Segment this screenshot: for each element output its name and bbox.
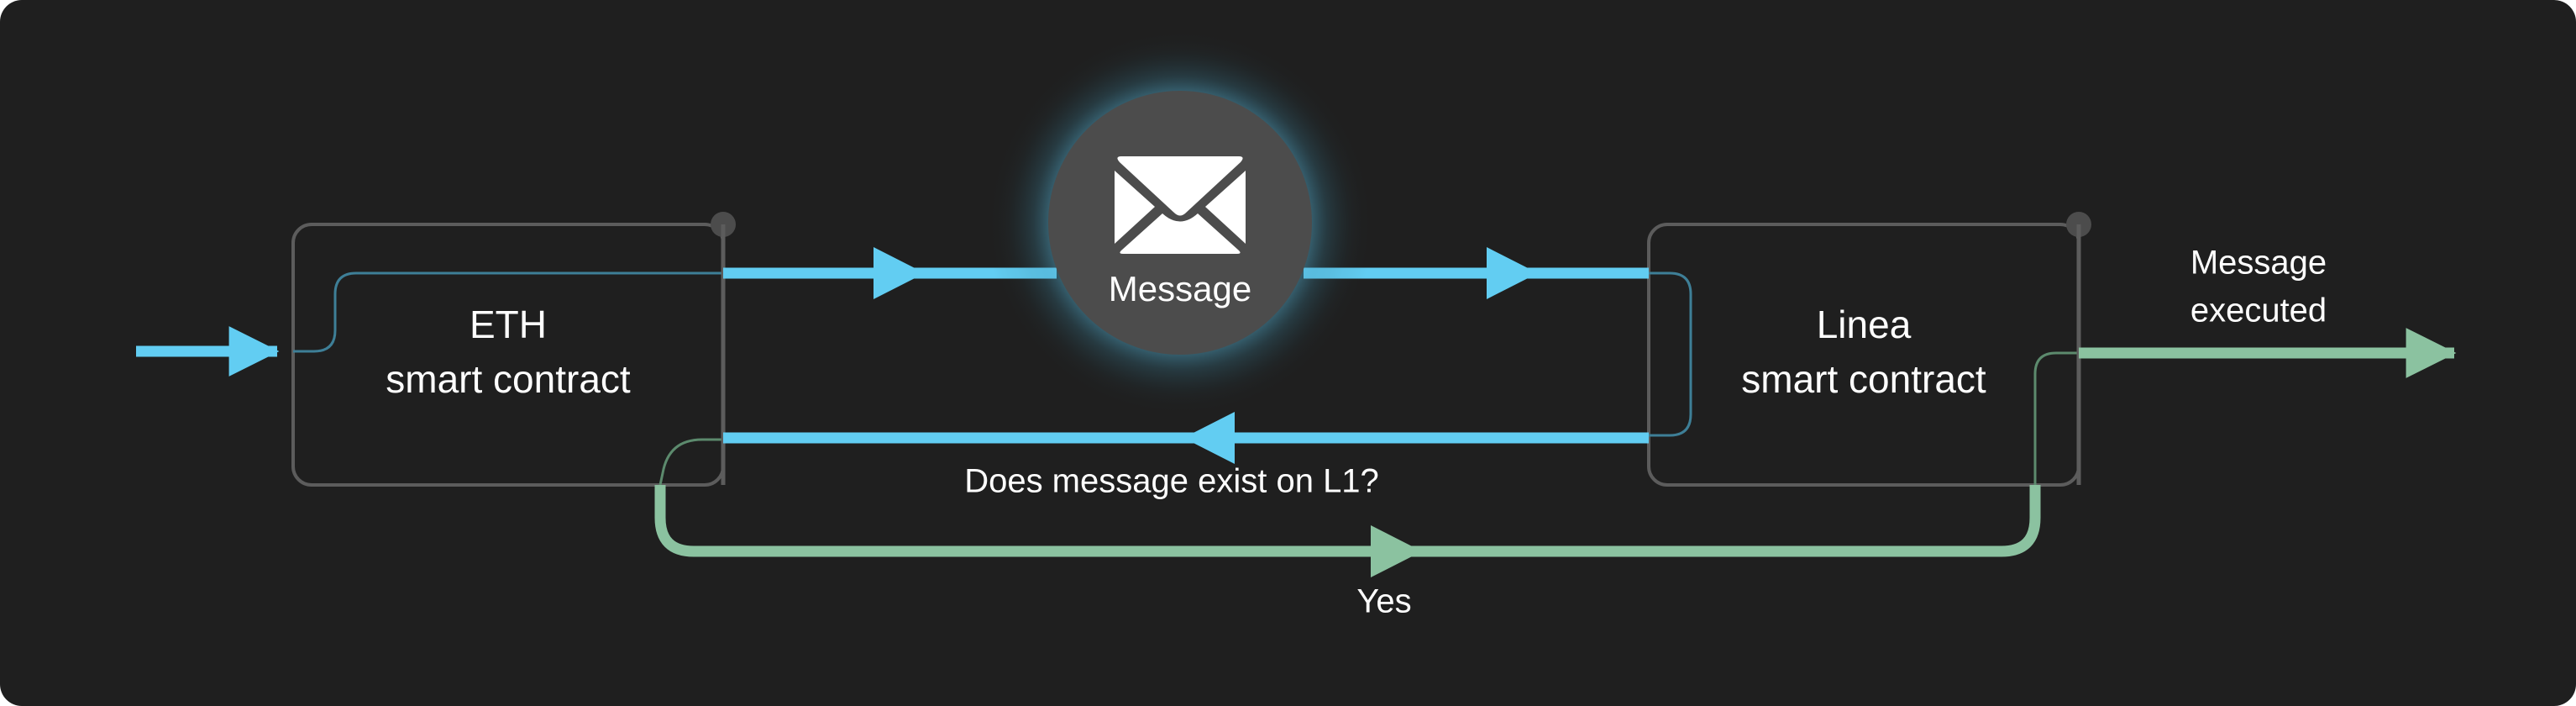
eth-to-linea-yes-edge-line	[654, 485, 2041, 557]
node-eth-contract[interactable]: ETH smart contract	[291, 212, 736, 487]
message-hub[interactable]: Message	[987, 29, 1373, 416]
message-executed-edge-label-line2: executed	[2190, 292, 2327, 329]
linea-to-eth-query-edge-label: Does message exist on L1?	[964, 463, 1379, 500]
eth-contract-inner-cyan-path	[293, 271, 723, 353]
linea-contract-label-line1: Linea	[1817, 303, 1912, 346]
eth-contract-box	[291, 223, 725, 487]
eth-to-linea-yes-edge-arrowhead	[1371, 525, 1422, 577]
envelope-icon	[1115, 156, 1246, 254]
edge-message-executed: Message executed	[2079, 245, 2457, 378]
message-hub-label: Message	[1109, 269, 1251, 308]
eth-contract-label-line1: ETH	[470, 303, 547, 346]
node-linea-contract[interactable]: Linea smart contract	[1647, 212, 2091, 487]
linea-to-eth-query-edge-arrowhead	[1183, 412, 1235, 464]
eth-to-linea-yes-edge-label: Yes	[1356, 583, 1411, 620]
edge-eth-to-linea-yes: Yes	[654, 485, 2041, 620]
eth-to-message-edge-arrowhead	[874, 247, 925, 299]
edge-linea-to-eth-query: Does message exist on L1?	[723, 412, 1649, 500]
message-executed-edge-label-line1: Message	[2190, 245, 2327, 282]
linea-contract-inner-green-path	[2033, 351, 2079, 485]
eth-contract-label-line2: smart contract	[386, 357, 631, 401]
linea-contract-box	[1647, 223, 2080, 487]
eth-contract-inner-green-path	[658, 438, 723, 486]
linea-contract-label-line2: smart contract	[1741, 357, 1986, 401]
linea-contract-inner-cyan-path	[1649, 271, 1692, 437]
message-to-linea-edge-arrowhead	[1487, 247, 1538, 299]
